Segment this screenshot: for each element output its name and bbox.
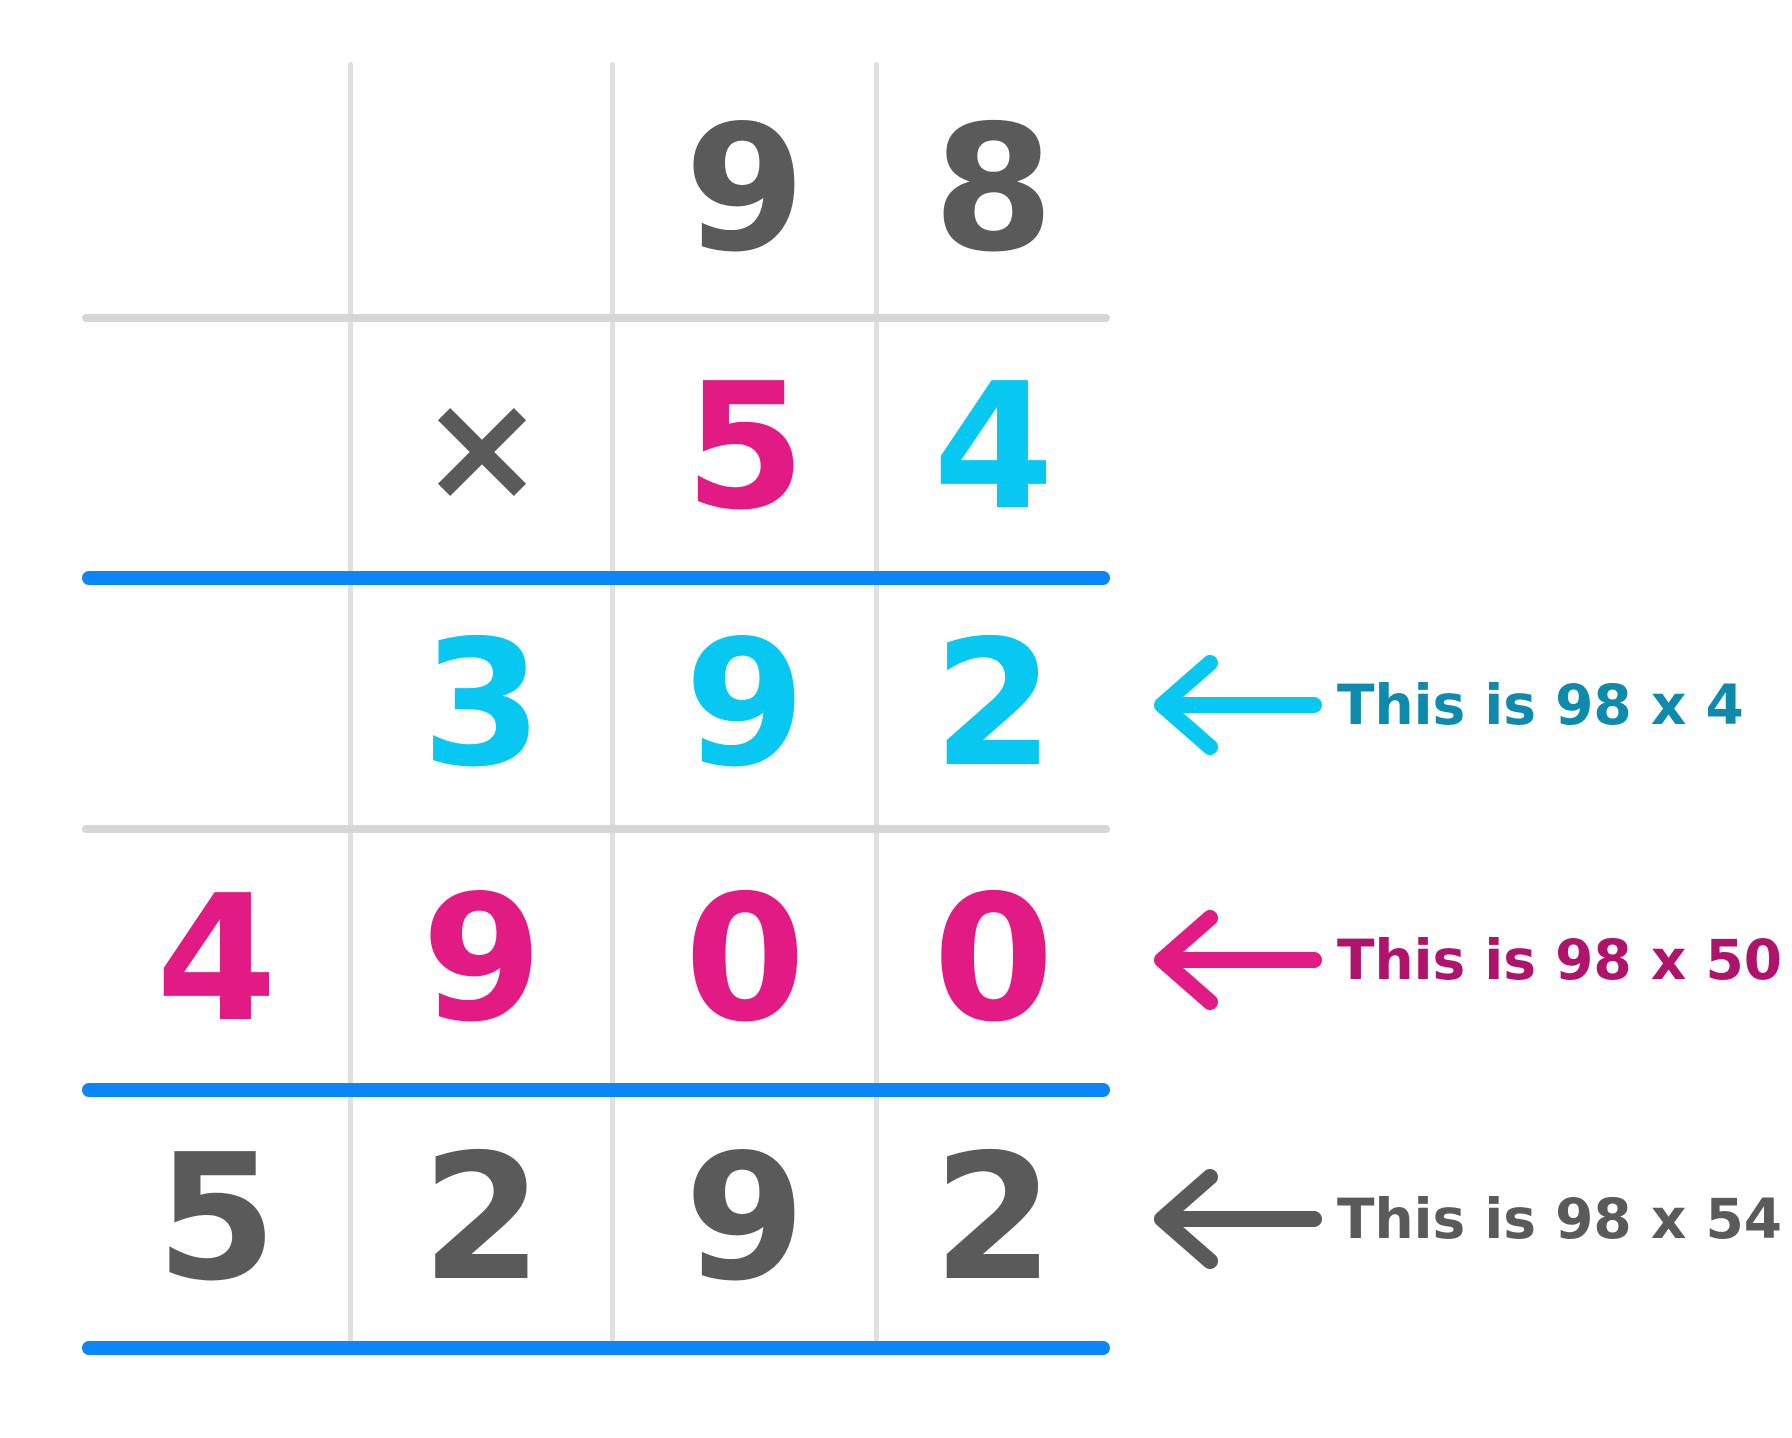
digit-cell-r2c1: [82, 322, 351, 574]
left-arrow-icon: [1154, 655, 1322, 755]
digit-cell-r5c1: 5: [155, 1117, 278, 1320]
digit-cell-r3c1: [82, 579, 351, 831]
grid-row-partial-product-1: 3 9 2: [82, 579, 1110, 831]
grid-row-partial-product-2: 4 9 0 0: [82, 834, 1110, 1086]
annotation-label: This is 98 x 54: [1337, 1186, 1782, 1251]
left-arrow-icon: [1154, 1169, 1322, 1269]
digit-cell-r5c3: 9: [684, 1117, 806, 1320]
digit-cell-r3c3: 9: [684, 603, 806, 806]
vertical-grid-line-2: [610, 62, 615, 1344]
digit-cell-r4c3: 0: [684, 858, 806, 1061]
grid-row-multiplier: × 5 4: [82, 322, 1110, 574]
digit-cell-r5c2: 2: [421, 1117, 543, 1320]
grid-row-final-product: 5 2 9 2: [82, 1093, 1110, 1345]
annotation-final-product: This is 98 x 54: [1148, 1169, 1782, 1269]
left-arrow-icon: [1154, 910, 1322, 1010]
digit-cell-r1c1: [82, 64, 351, 316]
digit-cell-r4c2: 9: [421, 858, 543, 1061]
blue-answer-line-2: [82, 1083, 1110, 1097]
digit-cell-r1c3: 9: [684, 88, 806, 291]
annotation-partial-product-2: This is 98 x 50: [1148, 910, 1782, 1010]
digit-cell-r1c4: 8: [932, 88, 1055, 291]
grid-row-multiplicand: 9 8: [82, 64, 1110, 316]
blue-answer-line-3: [82, 1341, 1110, 1355]
digit-cell-r3c2: 3: [421, 603, 543, 806]
digit-cell-r4c4: 0: [932, 858, 1055, 1061]
digit-cell-r2c4: 4: [932, 346, 1055, 549]
gray-separator-line-1: [82, 314, 1110, 322]
digit-cell-r5c4: 2: [932, 1117, 1055, 1320]
digit-cell-r2c3: 5: [684, 346, 806, 549]
multiply-sign: ×: [419, 361, 545, 535]
annotation-label: This is 98 x 4: [1337, 672, 1744, 737]
vertical-grid-line-3: [874, 62, 879, 1344]
annotation-partial-product-1: This is 98 x 4: [1148, 655, 1744, 755]
digit-cell-r4c1: 4: [155, 858, 278, 1061]
annotation-label: This is 98 x 50: [1337, 927, 1782, 992]
digit-cell-r1c2: [351, 64, 613, 316]
blue-answer-line-1: [82, 571, 1110, 585]
vertical-grid-line-1: [348, 62, 353, 1344]
gray-separator-line-2: [82, 825, 1110, 833]
digit-cell-r3c4: 2: [932, 603, 1055, 806]
